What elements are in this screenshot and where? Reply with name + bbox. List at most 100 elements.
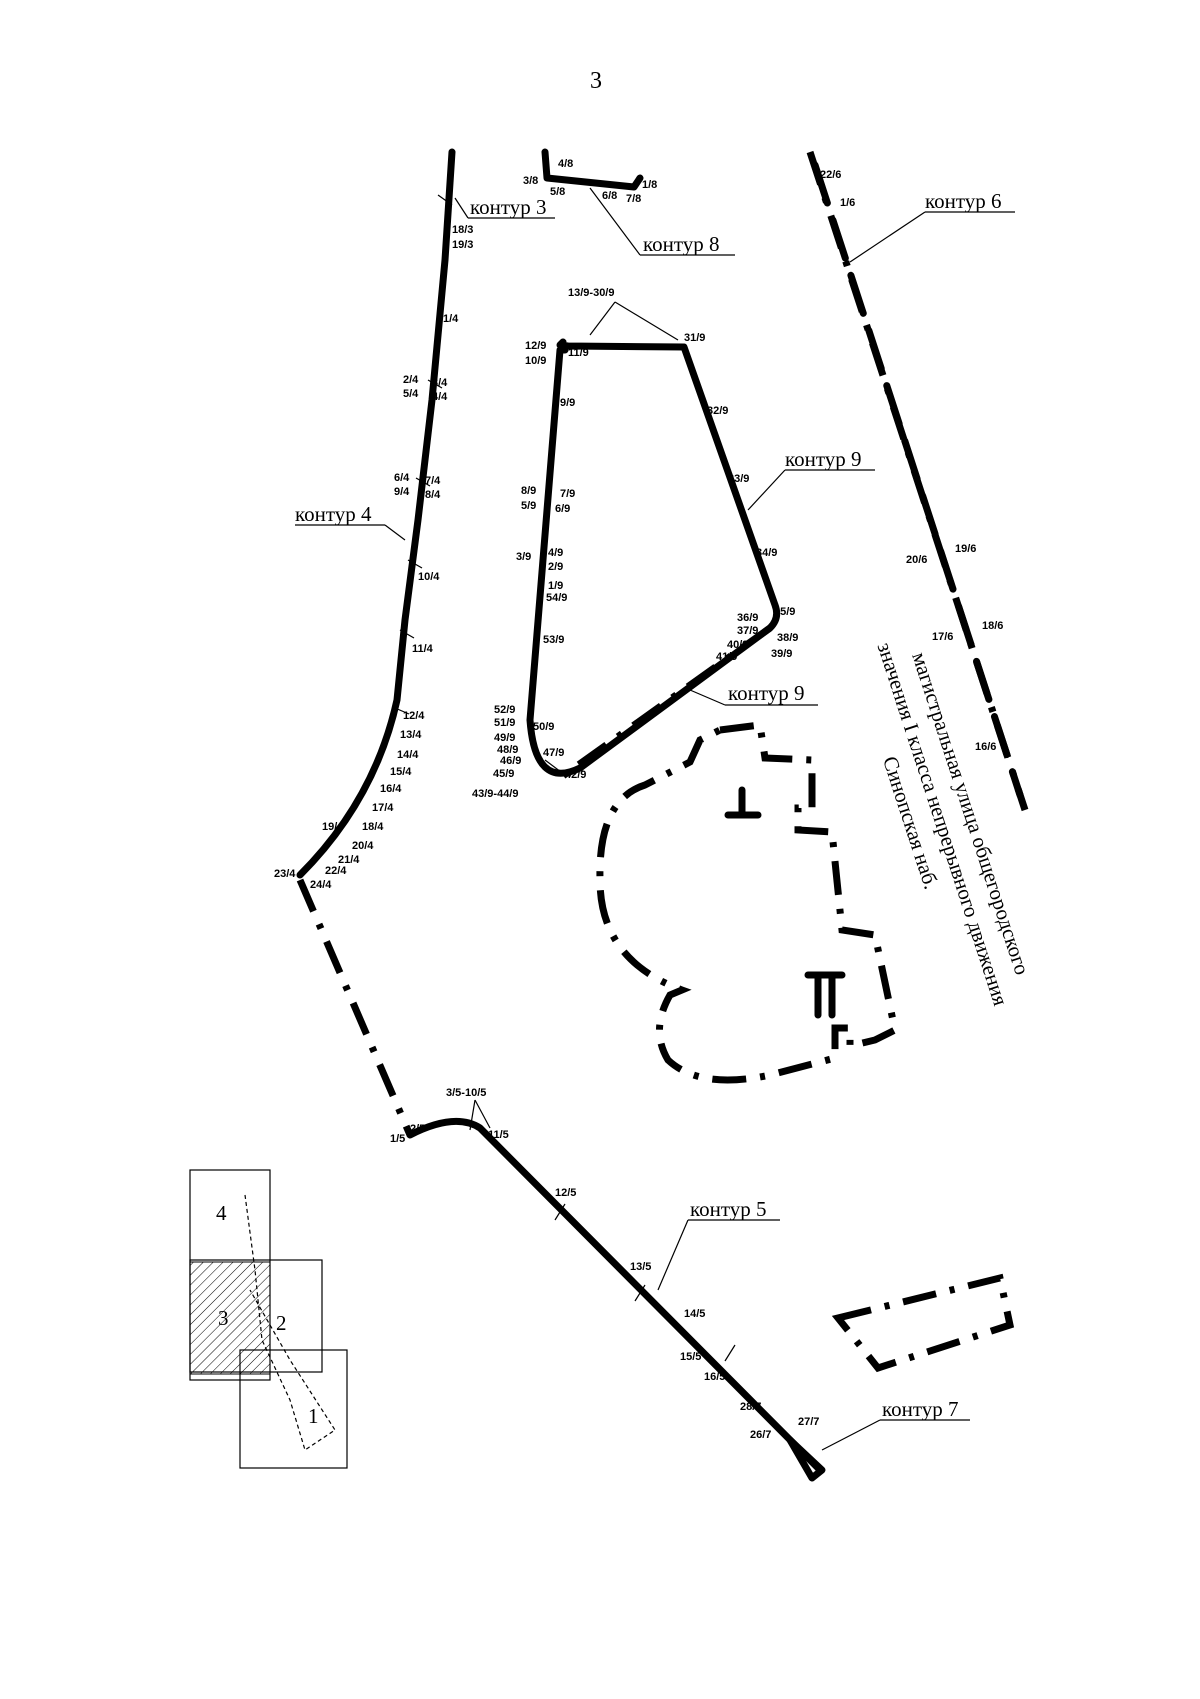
contour-9-label-b: контур 9	[728, 681, 805, 705]
contour-4-ticks	[394, 194, 453, 715]
pt: 39/9	[771, 648, 792, 660]
pt: 2/4	[403, 374, 419, 386]
pt: 46/9	[500, 755, 521, 767]
pt: 36/9	[737, 612, 758, 624]
pt: 2/9	[548, 561, 563, 573]
pt: 37/9	[737, 625, 758, 637]
page-number: 3	[590, 68, 602, 94]
pt: 18/6	[982, 620, 1003, 632]
pt: 4/4	[432, 391, 448, 403]
contour-5-dashdot	[296, 878, 414, 1137]
pt: 19/6	[955, 543, 976, 555]
pt: 13/9-30/9	[568, 287, 614, 299]
contour-5-boundary	[406, 1117, 824, 1474]
inset-key-map: 4 3 2 1	[189, 1169, 348, 1469]
pt: 54/9	[546, 592, 567, 604]
pt: 16/4	[380, 783, 402, 795]
pt: 23/4	[274, 868, 296, 880]
pt: 11/9	[568, 347, 589, 359]
pt: 41/9	[716, 651, 737, 663]
contour-5-label: контур 5	[690, 1197, 767, 1221]
inset-label-3: 3	[218, 1306, 229, 1330]
pt: 3/9	[516, 551, 531, 563]
pt: 18/4	[362, 821, 384, 833]
pt: 5/4	[403, 388, 419, 400]
pt: 10/9	[525, 355, 546, 367]
pt: 1/9	[548, 580, 563, 592]
pt: 35/9	[774, 606, 795, 618]
contour-6-label: контур 6	[925, 189, 1002, 213]
pt: 22/6	[820, 169, 841, 181]
pt: 8/9	[521, 485, 536, 497]
pt: 33/9	[728, 473, 749, 485]
building-inner-mark-1	[724, 786, 762, 819]
pt: 48/9	[497, 744, 518, 756]
pt: 7/8	[626, 193, 641, 205]
contour-4-boundary	[296, 148, 456, 879]
contour-9-dashdot-link	[557, 625, 773, 781]
pt: 38/9	[777, 632, 798, 644]
pt: 20/4	[352, 840, 374, 852]
pt: 16/5	[704, 1371, 725, 1383]
small-building-outline	[831, 1273, 1015, 1373]
pt: 17/6	[932, 631, 953, 643]
pt: 8/4	[425, 489, 441, 501]
pt: 13/4	[400, 729, 422, 741]
pt: 11/5	[488, 1129, 509, 1141]
pt: 26/7	[750, 1429, 771, 1441]
pt: 42/9	[565, 769, 586, 781]
pt: 32/9	[707, 405, 728, 417]
contour-7-label: контур 7	[882, 1397, 959, 1421]
pt: 6/4	[394, 472, 410, 484]
pt: 22/4	[325, 865, 347, 877]
building-inner-mark-2	[804, 971, 846, 1019]
pt: 24/4	[310, 879, 332, 891]
pt: 1/6	[840, 197, 855, 209]
pt: 12/9	[525, 340, 546, 352]
pt: 31/9	[684, 332, 705, 344]
point-labels: 4/8 3/8 5/8 6/8 7/8 1/8 18/3 19/3 1/4 2/…	[274, 158, 1003, 1441]
contour-3-label: контур 3	[470, 195, 547, 219]
pt: 12/4	[403, 710, 425, 722]
pt: 53/9	[543, 634, 564, 646]
contour-6-dashdot	[811, 161, 1024, 799]
pt: 17/4	[372, 802, 394, 814]
pt: 5/9	[521, 500, 536, 512]
pt: 20/6	[906, 554, 927, 566]
contour-9-boundary	[526, 338, 781, 777]
contour-4-label: контур 4	[295, 502, 372, 526]
pt: 9/9	[560, 397, 575, 409]
pt: 28/7	[740, 1401, 761, 1413]
pt: 43/9-44/9	[472, 788, 518, 800]
pt: 45/9	[493, 768, 514, 780]
pt: 27/7	[798, 1416, 819, 1428]
pt: 16/6	[975, 741, 996, 753]
pt: 51/9	[494, 717, 515, 729]
pt: 3/5-10/5	[446, 1087, 486, 1099]
pt: 13/5	[630, 1261, 651, 1273]
pt: 10/4	[418, 571, 440, 583]
pt: 6/8	[602, 190, 617, 202]
building-outline	[596, 721, 899, 1084]
pt: 47/9	[543, 747, 564, 759]
pt: 18/3	[452, 224, 473, 236]
pt: 50/9	[533, 721, 554, 733]
pt: 12/5	[555, 1187, 576, 1199]
contour-8-label: контур 8	[643, 232, 720, 256]
pt: 3/8	[523, 175, 538, 187]
pt: 34/9	[756, 547, 777, 559]
pt: 21/4	[338, 854, 360, 866]
pt: 9/4	[394, 486, 410, 498]
contour-9-label-a: контур 9	[785, 447, 862, 471]
pt: 14/4	[397, 749, 419, 761]
pt: 6/9	[555, 503, 570, 515]
contour-labels: контур 3 контур 8 контур 6 контур 4 конт…	[295, 187, 1015, 1451]
pt: 49/9	[494, 732, 515, 744]
pt: 1/5	[390, 1133, 405, 1145]
pt: 19/4	[322, 821, 344, 833]
pt: 4/9	[548, 547, 563, 559]
pt: 5/8	[550, 186, 565, 198]
inset-label-2: 2	[276, 1311, 287, 1335]
contour-5-ticks	[554, 1203, 736, 1362]
